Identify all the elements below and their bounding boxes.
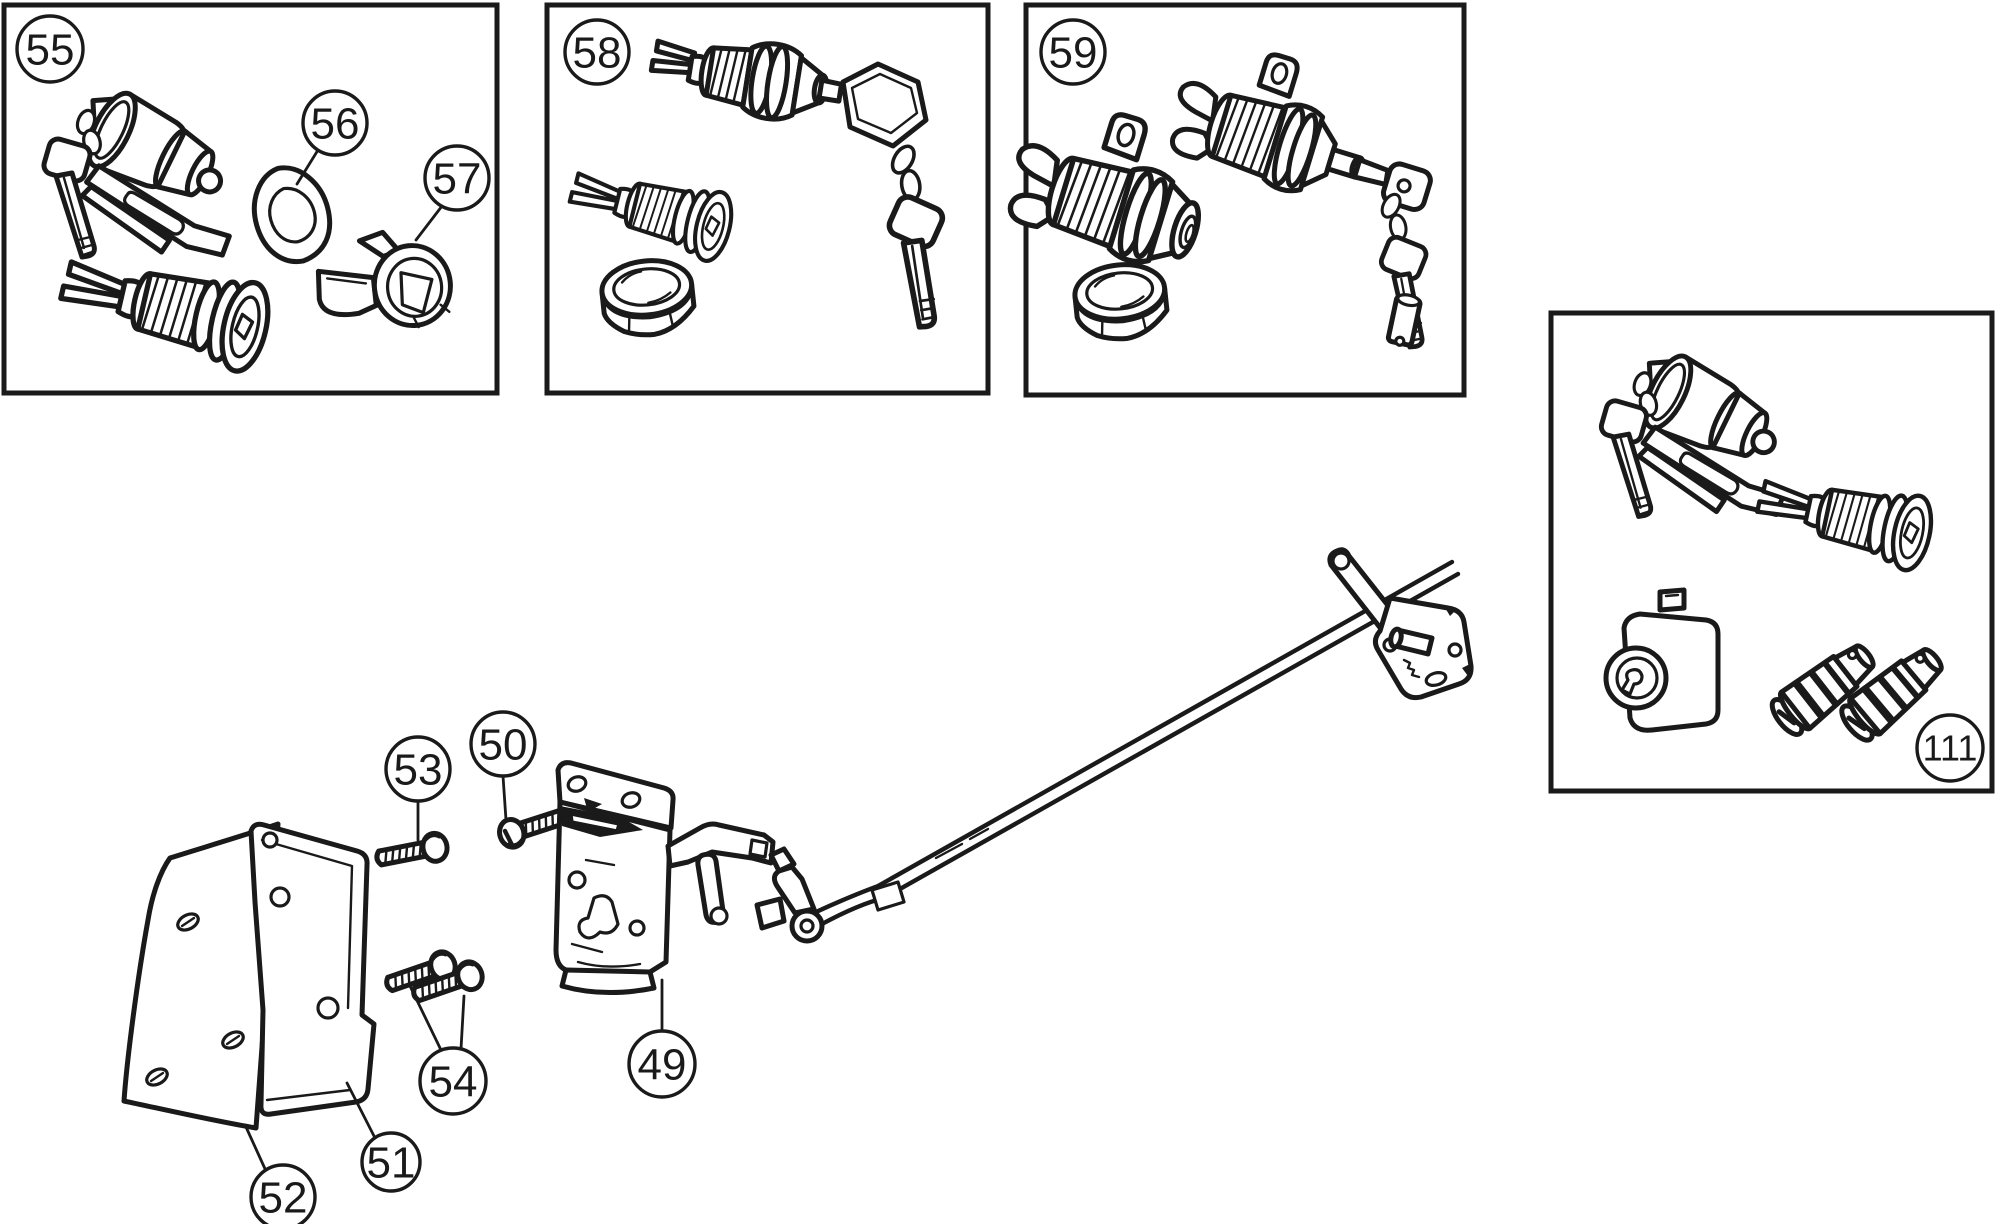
callout-number: 57 <box>433 154 482 203</box>
barrel-lock <box>54 241 276 376</box>
callout-circle <box>423 144 491 212</box>
callout-leader-line <box>501 774 508 822</box>
callout-58: 58 <box>563 18 631 86</box>
keys-on-chain <box>872 141 953 328</box>
callout-111: 111 <box>1915 713 1985 783</box>
hex-nut <box>599 256 696 339</box>
callout-circle <box>1039 18 1107 86</box>
wing-barrel-right-with-key <box>1162 31 1433 213</box>
callout-number: 111 <box>1923 728 1978 769</box>
callout-59: 59 <box>1039 18 1107 86</box>
callout-circle <box>301 89 369 157</box>
hex-nut <box>1072 260 1169 343</box>
backing-plate-51 <box>248 821 377 1117</box>
retaining-clip <box>315 229 453 329</box>
panel-111-frame <box>1548 310 1995 794</box>
callout-number: 58 <box>573 28 622 77</box>
callout-circle <box>15 14 85 84</box>
callout-circle <box>469 710 537 778</box>
callout-circle <box>249 1163 317 1224</box>
callout-55: 55 <box>15 14 85 84</box>
artwork-layer <box>42 25 1951 1131</box>
barrel-lock <box>564 157 738 265</box>
callout-50: 50 <box>469 710 537 822</box>
panel-55-frame <box>1 2 500 396</box>
callout-layer: 55 56 57 58 59 111 50 53 54 49 51 52 <box>15 14 1985 1224</box>
lock-barrel-with-lever <box>648 38 845 122</box>
panel-59-art <box>999 31 1453 348</box>
callout-leader-line <box>408 984 443 1052</box>
callout-circle <box>1915 713 1985 783</box>
callout-53: 53 <box>384 735 452 842</box>
callout-number: 54 <box>429 1057 478 1106</box>
bell-crank-bracket <box>1327 547 1474 701</box>
screw-50 <box>496 802 572 851</box>
callout-number: 53 <box>394 745 443 794</box>
callout-circle <box>627 1029 697 1099</box>
callout-54: 54 <box>408 984 488 1116</box>
callout-circle <box>563 18 631 86</box>
door-latch-49 <box>553 760 825 995</box>
keys-on-chain <box>1369 191 1432 348</box>
control-rod <box>813 559 1461 927</box>
callout-circle <box>360 1131 422 1193</box>
callout-leader-line <box>414 204 444 242</box>
callout-number: 50 <box>479 720 528 769</box>
callout-52: 52 <box>244 1125 317 1224</box>
callout-leader-line <box>459 994 466 1051</box>
callout-number: 52 <box>259 1173 308 1222</box>
callout-number: 51 <box>367 1138 416 1187</box>
callout-circle <box>384 735 452 803</box>
key-bow <box>840 61 929 149</box>
callout-leader-line <box>345 1081 376 1138</box>
callout-number: 55 <box>26 25 75 74</box>
callout-circle <box>418 1046 488 1116</box>
panel-frames <box>1 2 1995 794</box>
latch-assembly-art <box>121 547 1474 1131</box>
lock-cylinder-with-keys <box>42 81 268 277</box>
callout-number: 59 <box>1049 28 1098 77</box>
panel-111-art <box>1599 344 1950 747</box>
panel-58-art <box>564 38 953 339</box>
lock-gasket <box>251 165 333 265</box>
screw-53 <box>374 831 449 872</box>
callout-51: 51 <box>345 1081 422 1193</box>
callout-leader-line <box>244 1125 268 1173</box>
callout-49: 49 <box>627 978 697 1099</box>
callout-number: 56 <box>311 99 360 148</box>
callout-56: 56 <box>295 89 369 186</box>
callout-number: 49 <box>638 1040 687 1089</box>
barrel-lock <box>1752 464 1937 574</box>
panel-55-art <box>42 81 453 376</box>
lock-housing <box>1603 587 1721 733</box>
panel-58-frame <box>544 2 991 396</box>
callout-57: 57 <box>414 144 491 242</box>
key-fob <box>1385 293 1423 348</box>
wing-barrel-left <box>999 89 1201 276</box>
callout-leader-line <box>295 148 320 186</box>
